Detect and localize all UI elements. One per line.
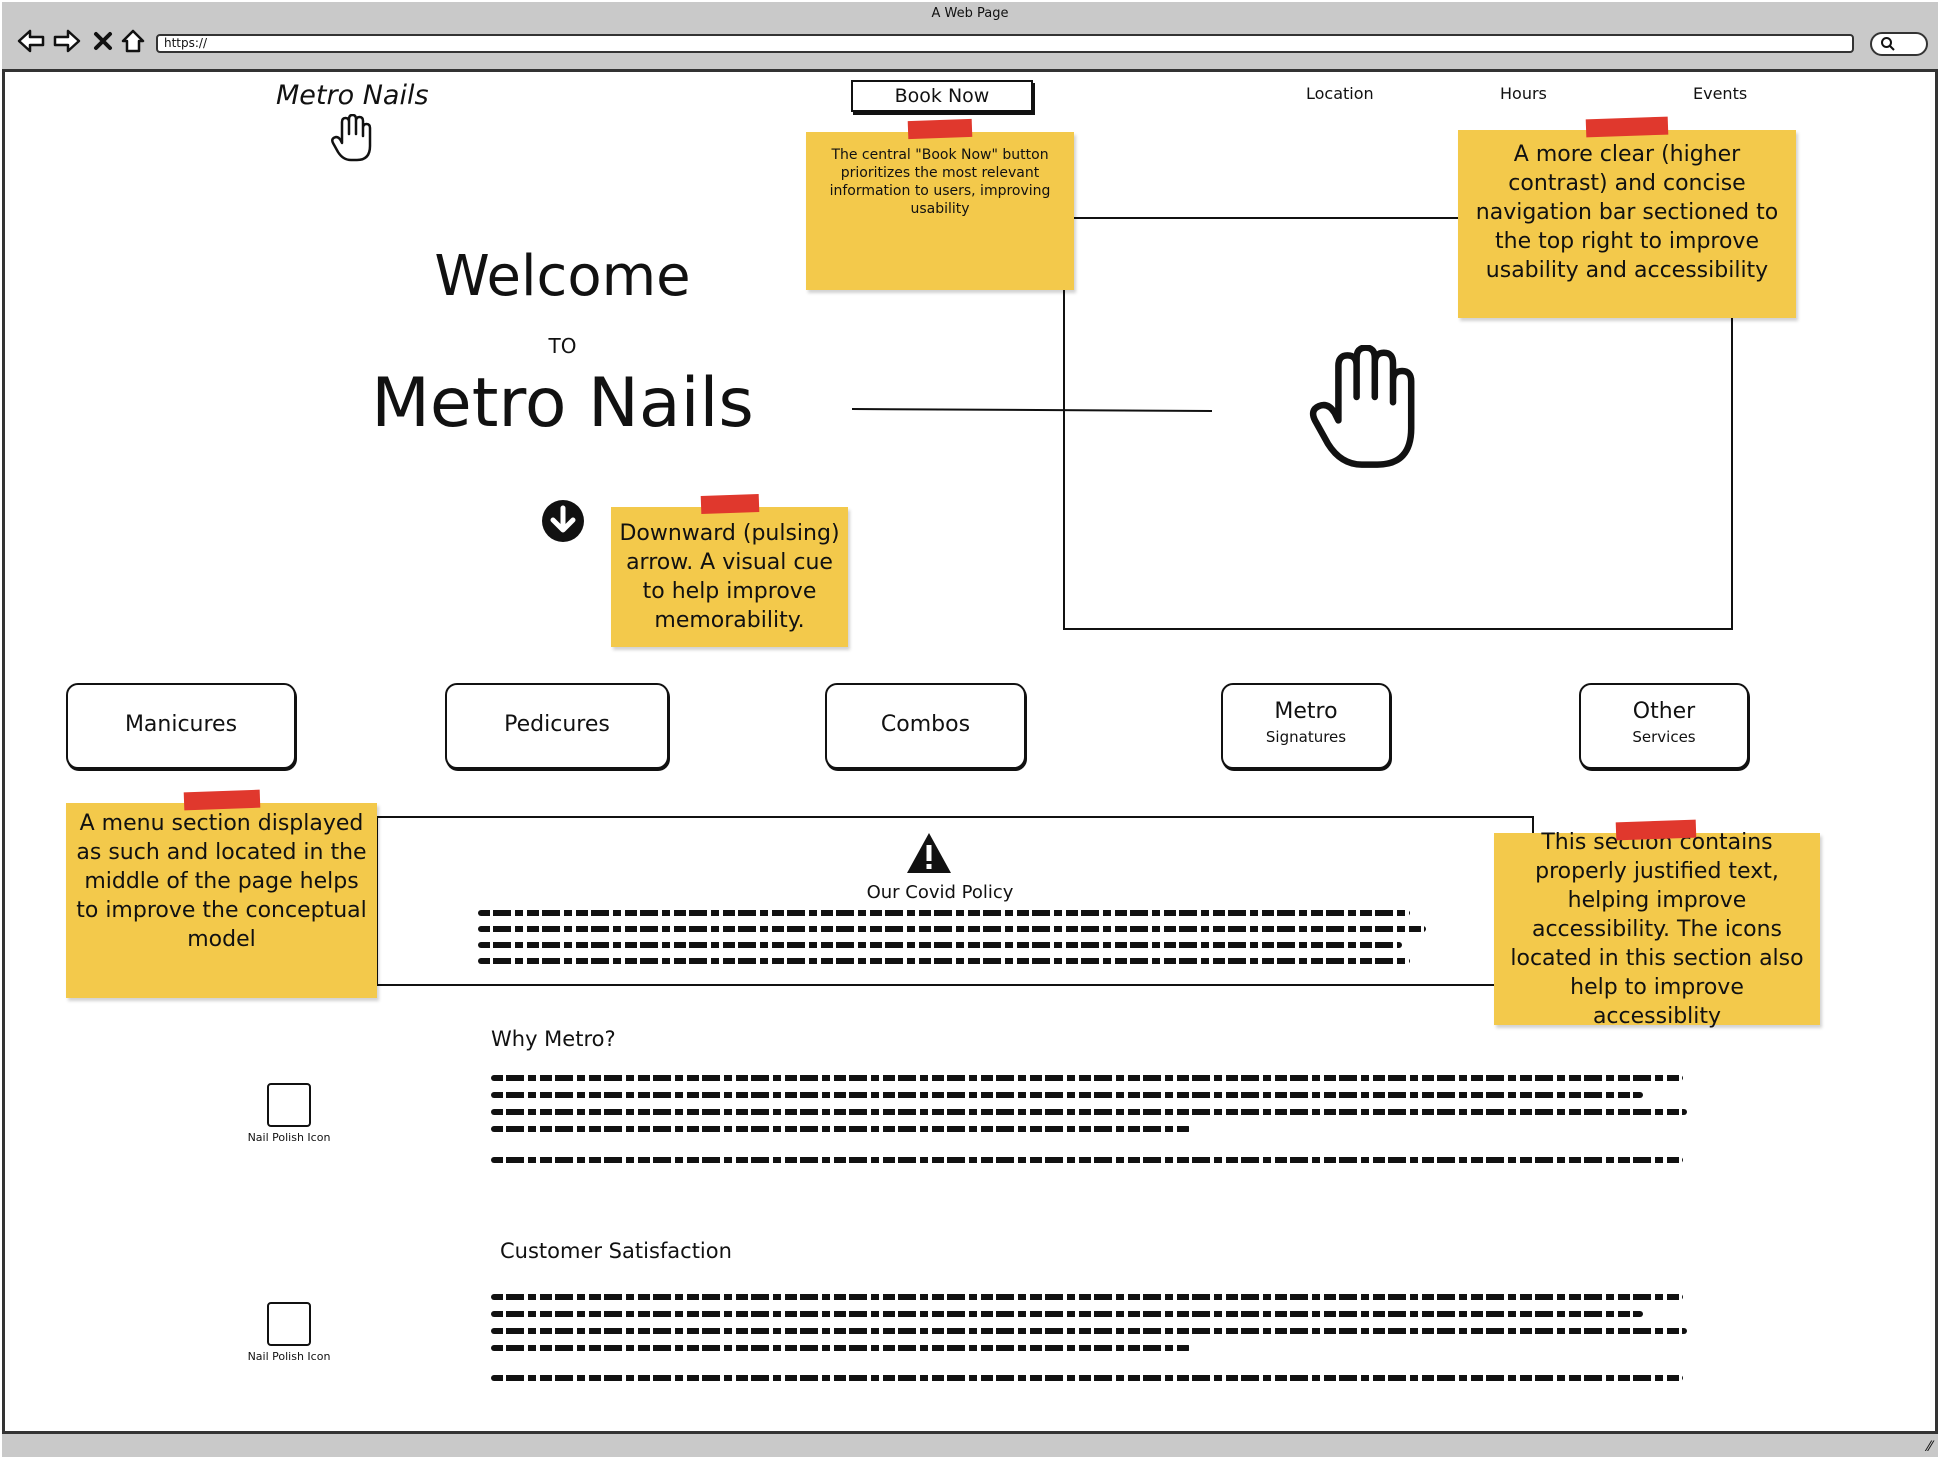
icon-label: Nail Polish Icon (247, 1350, 331, 1363)
tape-strip (1615, 819, 1697, 841)
sticky-note-menu: A menu section displayed as such and loc… (66, 789, 377, 998)
service-sublabel: Services (1632, 728, 1696, 746)
placeholder-text-line (491, 1157, 1683, 1163)
service-sublabel: Signatures (1265, 728, 1347, 746)
placeholder-text-line (491, 1294, 1683, 1300)
book-now-button[interactable]: Book Now (851, 80, 1033, 112)
hand-cursor-icon (1305, 344, 1429, 479)
down-arrow-icon[interactable] (540, 498, 586, 548)
note-text: Downward (pulsing) arrow. A visual cue t… (619, 521, 840, 633)
warning-icon (905, 831, 953, 879)
tape-strip (183, 789, 261, 811)
service-combos-button[interactable]: Combos (825, 683, 1026, 769)
why-metro-title: Why Metro? (491, 1027, 616, 1051)
placeholder-text-line (491, 1345, 1191, 1351)
placeholder-text-line (491, 1126, 1191, 1132)
sticky-note-justified: This section contains properly justified… (1494, 819, 1820, 1029)
service-pedicures-button[interactable]: Pedicures (445, 683, 669, 769)
service-label: Other (1632, 699, 1696, 724)
service-label: Manicures (124, 712, 238, 737)
forward-arrow-icon[interactable] (52, 26, 82, 56)
service-label: Pedicures (504, 712, 610, 737)
sticky-note-arrow: Downward (pulsing) arrow. A visual cue t… (611, 493, 848, 647)
note-text: A menu section displayed as such and loc… (76, 811, 367, 952)
note-text: This section contains properly justified… (1510, 829, 1804, 1029)
close-icon[interactable] (88, 26, 118, 56)
search-icon (1880, 36, 1896, 56)
home-icon[interactable] (118, 26, 148, 56)
browser-statusbar: ⁄⁄ (2, 1431, 1938, 1457)
placeholder-text-line (491, 1328, 1687, 1334)
placeholder-text-line (478, 942, 1402, 948)
placeholder-text-line (491, 1375, 1683, 1381)
service-label: Metro (1274, 699, 1338, 724)
service-metro-signatures-button[interactable]: Metro Signatures (1221, 683, 1391, 769)
note-text: A more clear (higher contrast) and conci… (1475, 142, 1779, 283)
nail-polish-icon (267, 1083, 311, 1127)
note-text: The central "Book Now" button prioritize… (829, 147, 1051, 217)
hand-cursor-icon (330, 113, 376, 168)
browser-titlebar: A Web Page https:// (2, 2, 1938, 72)
service-label: Combos (880, 712, 971, 737)
site-logo[interactable]: Metro Nails (276, 80, 429, 111)
nav-hours[interactable]: Hours (1500, 84, 1547, 103)
covid-policy-title: Our Covid Policy (866, 882, 1014, 903)
sticky-note-book-now: The central "Book Now" button prioritize… (806, 118, 1074, 290)
placeholder-text-line (491, 1075, 1683, 1081)
back-arrow-icon[interactable] (16, 26, 46, 56)
placeholder-text-line (478, 958, 1410, 964)
hero-welcome: Welcome (434, 244, 691, 309)
service-manicures-button[interactable]: Manicures (66, 683, 296, 769)
tape-strip (1585, 116, 1669, 138)
service-other-services-button[interactable]: Other Services (1579, 683, 1749, 769)
placeholder-text-line (478, 926, 1426, 932)
placeholder-text-line (491, 1092, 1643, 1098)
nav-location[interactable]: Location (1306, 84, 1374, 103)
url-bar[interactable]: https:// (156, 34, 1854, 53)
nav-events[interactable]: Events (1693, 84, 1748, 103)
placeholder-text-line (491, 1311, 1643, 1317)
tape-strip (907, 118, 973, 140)
nail-polish-icon (267, 1302, 311, 1346)
window-title: A Web Page (931, 6, 1009, 21)
resize-grip-icon[interactable]: ⁄⁄ (1927, 1439, 1932, 1455)
search-button[interactable] (1870, 32, 1928, 56)
placeholder-text-line (491, 1109, 1687, 1115)
hero-box-top-line (1063, 217, 1463, 219)
icon-label: Nail Polish Icon (247, 1131, 331, 1144)
hero-to: TO (548, 334, 577, 358)
customer-satisfaction-title: Customer Satisfaction (500, 1239, 732, 1263)
tape-strip (700, 493, 760, 515)
sticky-note-navbar: A more clear (higher contrast) and conci… (1458, 116, 1796, 318)
placeholder-text-line (478, 910, 1410, 916)
hero-brand: Metro Nails (371, 364, 754, 443)
